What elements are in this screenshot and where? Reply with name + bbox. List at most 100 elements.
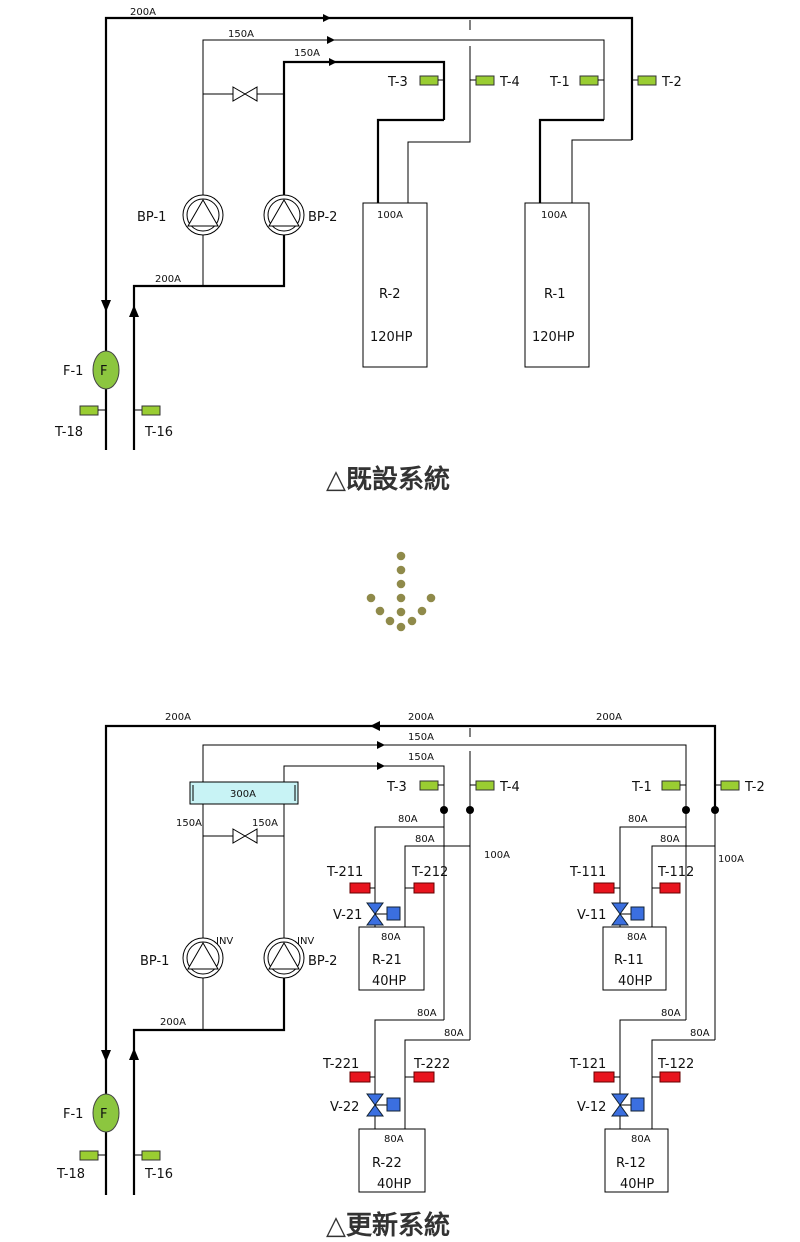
sensor-t18-icon — [79, 405, 99, 416]
unit-capacity: 40HP — [372, 974, 406, 989]
r12-return-pipe — [651, 1039, 715, 1129]
unit-capacity: 40HP — [377, 1177, 411, 1192]
valve-label: V-11 — [577, 908, 606, 923]
pipe-size-label: 150A — [228, 29, 254, 40]
sensor-label: T-121 — [569, 1057, 606, 1072]
unit-name: R-1 — [544, 287, 565, 302]
filter-label: F-1 — [63, 364, 83, 379]
unit-r1: 100A R-1 120HP — [524, 202, 590, 368]
pump-icon — [187, 941, 219, 970]
valve-v12: V-12 — [577, 1093, 645, 1117]
filter-f1: F F-1 — [63, 350, 120, 390]
sensor-t121-icon — [593, 1071, 615, 1083]
sensor-label: T-111 — [569, 865, 606, 880]
flow-arrow — [327, 36, 335, 44]
pipe-size-label: 80A — [384, 1134, 404, 1145]
pump-label: BP-2 — [308, 210, 337, 225]
pump-icon — [268, 198, 300, 227]
unit-r21: 80A R-21 40HP — [358, 926, 425, 991]
filter-symbol: F — [100, 1107, 107, 1122]
pipe-size-label: 80A — [444, 1028, 464, 1039]
sensor-label: T-2 — [661, 75, 682, 90]
pipe-size-label: 200A — [160, 1017, 186, 1028]
sensor-label: T-1 — [631, 780, 652, 795]
pipe-size-label: 80A — [627, 932, 647, 943]
r12-supply-pipe — [619, 1019, 686, 1129]
sensor-t18-icon — [79, 1150, 99, 1161]
pipe-size-label: 200A — [165, 712, 191, 723]
pipe-size-label: 200A — [155, 274, 181, 285]
sensor-label: T-211 — [326, 865, 363, 880]
sensor-t211-icon — [349, 882, 371, 894]
renewed-supply-2 — [283, 765, 445, 810]
flow-arrow — [129, 305, 139, 317]
sensor-t212-icon — [413, 882, 435, 894]
pipe-size-label: 80A — [631, 1134, 651, 1145]
transition-arrow-icon — [366, 551, 436, 632]
pipe-size-label: 80A — [690, 1028, 710, 1039]
inverter-label: INV — [216, 936, 233, 947]
pipe-size-label: 300A — [230, 789, 256, 800]
sensor-label: T-4 — [499, 75, 520, 90]
sensor-t221-icon — [349, 1071, 371, 1083]
filter-f1: F F-1 — [63, 1093, 120, 1133]
renewed-system: 200A 200A 200A 150A 150A 300A 150A 150A … — [56, 712, 765, 1241]
sensor-label: T-1 — [549, 75, 570, 90]
sensor-t1-icon — [661, 780, 681, 791]
flow-arrow — [370, 721, 380, 731]
actuator-icon — [630, 1097, 645, 1112]
r22-supply-pipe — [374, 1019, 444, 1129]
pipe-size-label: 100A — [718, 854, 744, 865]
existing-r1-supply — [538, 118, 604, 203]
pipe-size-label: 80A — [661, 1008, 681, 1019]
unit-capacity: 40HP — [620, 1177, 654, 1192]
sensor-label: T-3 — [387, 75, 408, 90]
pump-bp1: BP-1 INV — [140, 936, 233, 979]
unit-capacity: 120HP — [370, 330, 413, 345]
pipe-size-label: 100A — [541, 210, 567, 221]
valve-label: V-12 — [577, 1100, 606, 1115]
unit-name: R-2 — [379, 287, 400, 302]
r11-supply-pipe — [619, 826, 686, 927]
pump-label: BP-1 — [140, 954, 169, 969]
flow-arrow — [101, 300, 111, 312]
pump-label: BP-1 — [137, 210, 166, 225]
flow-arrow — [329, 58, 337, 66]
sensor-t122-icon — [659, 1071, 681, 1083]
valve-v11: V-11 — [577, 902, 645, 926]
sensor-label: T-112 — [657, 865, 694, 880]
sensor-t16-icon — [141, 405, 161, 416]
sensor-label: T-2 — [744, 780, 765, 795]
unit-capacity: 120HP — [532, 330, 575, 345]
sensor-t111-icon — [593, 882, 615, 894]
pipe-size-label: 150A — [252, 818, 278, 829]
renewed-main-pipe — [104, 724, 717, 1195]
bypass-valve-icon — [232, 828, 258, 844]
pipe-size-label: 100A — [377, 210, 403, 221]
pipe-size-label: 80A — [398, 814, 418, 825]
pump-bp1: BP-1 — [137, 194, 224, 236]
pipe-size-label: 200A — [408, 712, 434, 723]
flow-arrow — [101, 1050, 111, 1062]
sensor-t2-icon — [637, 75, 657, 86]
sensor-label: T-16 — [144, 425, 173, 440]
sensor-t3-icon — [419, 75, 439, 86]
unit-r2: 100A R-2 120HP — [362, 202, 428, 368]
r21-return-pipe — [404, 845, 470, 927]
pipe-size-label: 80A — [417, 1008, 437, 1019]
bypass-valve-icon — [232, 86, 258, 102]
pump-label: BP-2 — [308, 954, 337, 969]
existing-header-pipe — [132, 235, 286, 450]
existing-r1-return — [571, 139, 632, 203]
pipe-size-label: 200A — [130, 7, 156, 18]
sensor-label: T-16 — [144, 1167, 173, 1182]
pump-icon — [268, 941, 300, 970]
sensor-label: T-4 — [499, 780, 520, 795]
sensor-t112-icon — [659, 882, 681, 894]
renewed-header-pipe — [132, 978, 286, 1195]
pipe-size-label: 80A — [381, 932, 401, 943]
inverter-label: INV — [297, 936, 314, 947]
pipe-size-label: 150A — [294, 48, 320, 59]
flow-arrow — [377, 741, 385, 749]
